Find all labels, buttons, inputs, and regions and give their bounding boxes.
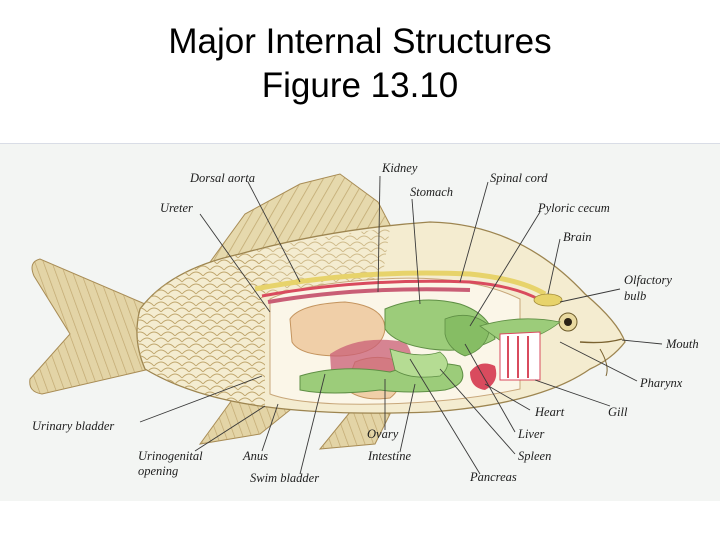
label-stomach: Stomach — [410, 185, 453, 199]
label-pancreas: Pancreas — [469, 470, 517, 484]
leader-lines — [139, 175, 663, 475]
brain — [533, 293, 563, 307]
label-urinogenital-2: opening — [138, 464, 178, 478]
mouth — [579, 338, 623, 344]
label-ureter: Ureter — [160, 201, 193, 215]
label-urinogenital-1: Urinogenital — [138, 449, 203, 463]
liver — [444, 314, 491, 357]
title-line-2: Figure 13.10 — [261, 66, 459, 105]
title-line-1: Major Internal Structures — [168, 22, 552, 61]
fish-anatomy-diagram: Dorsal aorta Kidney Stomach Spinal cord … — [29, 161, 699, 485]
gill — [499, 331, 541, 381]
label-olfactory-bulb-1: Olfactory — [624, 273, 672, 287]
slide-title: Major Internal Structures Figure 13.10 — [0, 20, 720, 108]
label-swim-bladder: Swim bladder — [250, 471, 319, 485]
label-brain: Brain — [563, 230, 591, 244]
label-anus: Anus — [242, 449, 268, 463]
label-intestine: Intestine — [367, 449, 411, 463]
label-pyloric-cecum: Pyloric cecum — [537, 201, 610, 215]
kidney — [267, 287, 471, 304]
label-spleen: Spleen — [518, 449, 551, 463]
label-urinary-bladder: Urinary bladder — [32, 419, 114, 433]
dorsal-aorta — [261, 279, 541, 302]
label-liver: Liver — [517, 427, 545, 441]
fish-diagram-panel: Dorsal aorta Kidney Stomach Spinal cord … — [0, 143, 720, 501]
spinal-cord — [254, 270, 547, 297]
label-spinal-cord: Spinal cord — [490, 171, 548, 185]
label-ovary: Ovary — [367, 427, 399, 441]
label-gill: Gill — [608, 405, 628, 419]
diagram-labels: Dorsal aorta Kidney Stomach Spinal cord … — [32, 161, 699, 485]
label-heart: Heart — [534, 405, 565, 419]
label-mouth: Mouth — [665, 337, 699, 351]
label-olfactory-bulb-2: bulb — [624, 289, 646, 303]
label-pharynx: Pharynx — [639, 376, 683, 390]
label-dorsal-aorta: Dorsal aorta — [189, 171, 255, 185]
label-kidney: Kidney — [381, 161, 418, 175]
